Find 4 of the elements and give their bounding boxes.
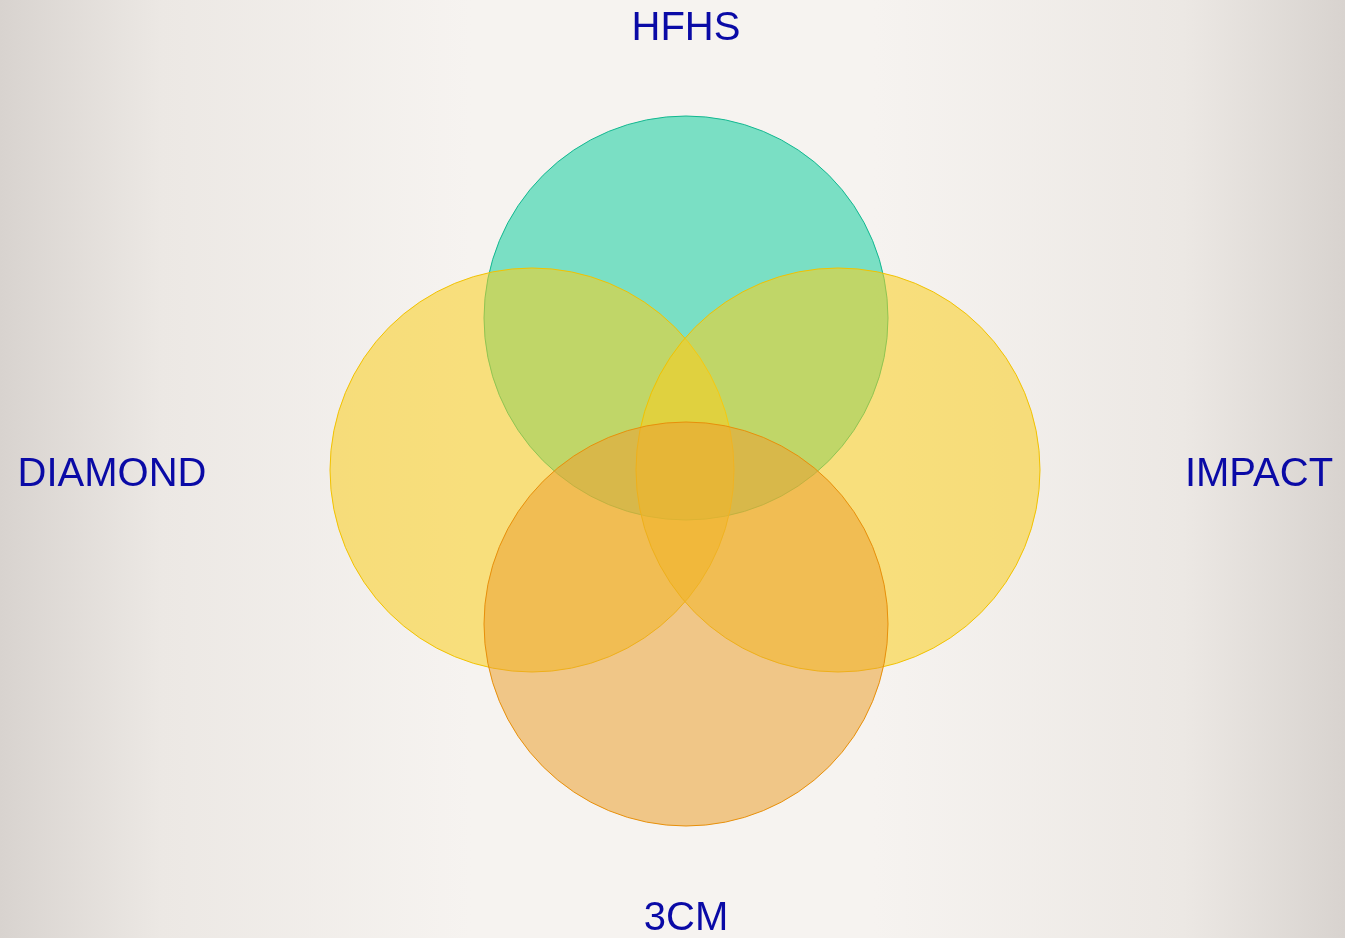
set-label: DIAMOND (16, 450, 208, 494)
set-label: 3CM (642, 894, 730, 938)
set-label: HFHS (630, 4, 742, 48)
set-label: IMPACT (1183, 450, 1335, 494)
